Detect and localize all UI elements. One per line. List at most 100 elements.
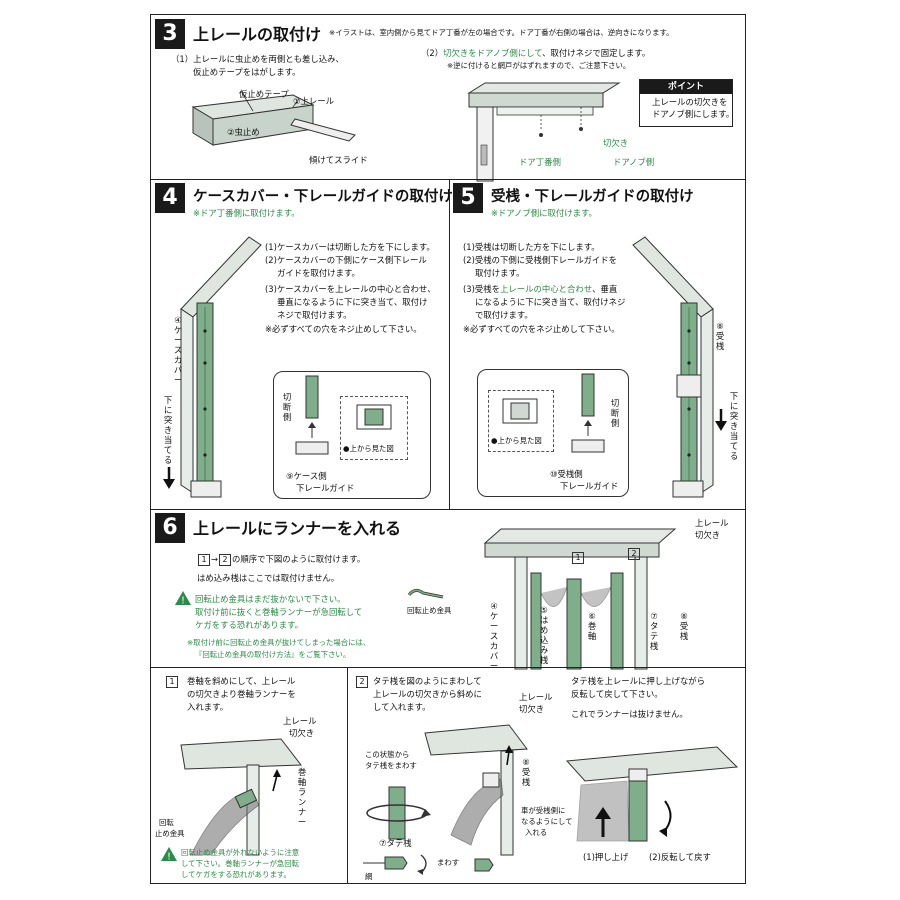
step-text: 仮止めテープをはがします。 <box>193 67 301 77</box>
label-receiving-frame: ⑧受桟 <box>679 611 689 641</box>
label-insect-stop: ②虫止め <box>227 127 260 137</box>
instruction-line: 入れます。 <box>187 702 229 712</box>
label-car: 車が受桟側に <box>521 806 566 815</box>
arrow-down-icon <box>715 409 727 431</box>
sub-step-number: 2 <box>355 675 369 688</box>
label-receiving-frame: ⑧受桟 <box>715 321 725 351</box>
rotate-detail-illustration <box>363 854 494 875</box>
label-rail: 上レール <box>283 716 317 726</box>
label-state: この状態から <box>365 750 410 759</box>
label-rail: 上レール <box>519 692 553 702</box>
label-vertical-frame: ⑦タテ桟 <box>379 838 412 848</box>
label-turn: まわす <box>437 858 460 867</box>
label-tape: 仮止めテープ <box>239 89 289 99</box>
instruction-line: 垂直になるように下に突き当て、取付け <box>277 297 428 307</box>
divider <box>151 509 745 510</box>
label-notch: 切欠き <box>519 704 545 714</box>
instruction-line: (1)受桟は切断した方を下にします。 <box>463 242 600 252</box>
section-title: ケースカバー・下レールガイドの取付け <box>193 189 453 205</box>
label-rail: 上レール <box>695 518 729 528</box>
label-stopper: 回転 <box>159 818 174 827</box>
runner-assembly-illustration <box>483 528 677 670</box>
warning-icon: ! <box>175 591 191 607</box>
warning-text: ケガをする恐れがあります。 <box>195 620 304 630</box>
label-knob-side: ドアノブ側 <box>613 157 655 167</box>
label-flip-back: (2)反転して戻す <box>649 852 711 862</box>
label-car: 入れる <box>525 828 548 837</box>
step-number-badge: 6 <box>155 513 185 543</box>
divider <box>347 667 348 883</box>
instruction-line: はめ込み桟はここでは取付けません。 <box>197 573 340 583</box>
label-top-view: ●上から見た図 <box>343 444 394 453</box>
instruction-line: (2)受桟の下側に受桟側下レールガイドを <box>463 255 617 265</box>
label-push-down: 下に突き当てる <box>729 391 739 461</box>
case-cover-illustration <box>180 236 262 498</box>
point-box: ポイント 上レールの切欠きを ドアノブ側にします。 <box>639 79 735 127</box>
label-guide: ⑩受桟側 <box>550 469 583 479</box>
divider <box>151 179 745 180</box>
label-top-view: ●上から見た図 <box>491 436 542 445</box>
sub-step-number: 1 <box>165 675 179 688</box>
label-car: なるようにして <box>521 817 573 826</box>
label-notch: 切欠き <box>289 728 315 738</box>
caution-note: ※必ずすべての穴をネジ止めして下さい。 <box>463 324 620 334</box>
label-cut-side: 切断側 <box>610 398 620 428</box>
label-case-cover: ④ケースカバー <box>489 601 499 671</box>
label-stopper: 回転止め金具 <box>407 606 452 615</box>
label-net: 網 <box>365 872 373 881</box>
top-view-box: ●上から見た図 <box>488 390 554 452</box>
push-flip-illustration <box>565 746 739 842</box>
label-upper-rail: ①上レール <box>293 96 335 106</box>
step-number-badge: 5 <box>453 183 483 213</box>
label-push-down: 下に突き当てる <box>163 395 173 465</box>
instruction-line: ガイドを取付けます。 <box>277 268 360 278</box>
divider <box>449 179 450 509</box>
step-text: （2）切欠きをドアノブ側にして、取付けネジで固定します。 <box>421 48 651 58</box>
instruction-line: タテ桟を上レールに押し上げながら <box>571 676 705 686</box>
caution-note: ※必ずすべての穴をネジ止めして下さい。 <box>265 324 422 334</box>
warning-text: して下さい。巻軸ランナーが急回転 <box>181 859 300 868</box>
step-number-badge: 4 <box>155 183 185 213</box>
warning-text: 取付け前に抜くと巻軸ランナーが急回転して <box>195 607 363 617</box>
section-title: 受桟・下レールガイドの取付け <box>491 189 694 205</box>
upper-rail-illustration <box>191 90 356 146</box>
label-receiving-frame: ⑧受桟 <box>521 757 531 787</box>
point-text: ドアノブ側にします。 <box>652 109 735 119</box>
warning-icon: ! <box>161 847 177 863</box>
instruction-line: して入れます。 <box>373 702 431 712</box>
figure-number: 2 <box>627 547 641 560</box>
svg-text:!: ! <box>181 596 185 607</box>
instruction-sheet: 3 上レールの取付け ※イラストは、室内側から見てドア丁番が左の場合です。ドア丁… <box>150 14 746 884</box>
instruction-line: ネジで取付けます。 <box>277 310 352 320</box>
instruction-line: の切欠きより巻軸ランナーを <box>187 689 296 699</box>
note-text: ※取付け前に回転止め金具が抜けてしまった場合には、 <box>187 638 371 647</box>
instruction-line: 巻軸を斜めにして、上レール <box>187 676 296 686</box>
label-slide: 傾けてスライド <box>309 155 368 165</box>
label-hinge-side: ドア丁番側 <box>519 157 561 167</box>
detail-callout: ●上から見た図 切断側 ⑩受桟側 下レールガイド <box>477 369 629 497</box>
stopper-illustration <box>407 588 444 599</box>
instruction-line: (1)ケースカバーは切断した方を下にします。 <box>265 242 435 252</box>
warning-text: 回転止め金具はまだ抜かないで下さい。 <box>195 594 346 604</box>
instruction-line: (2)ケースカバーの下側にケース側下レール <box>265 255 427 265</box>
detail-callout: 切断側 ●上から見た図 ⑨ケース側 下レールガイド <box>273 371 431 499</box>
divider <box>151 667 745 668</box>
section-subtitle: ※ドア丁番側に取付けます。 <box>193 208 300 218</box>
label-guide: ⑨ケース側 <box>286 471 327 481</box>
instruction-line: になるように下に突き当て、取付けネジ <box>475 297 626 307</box>
door-frame-illustration <box>467 82 621 182</box>
label-vertical-frame: ⑦タテ桟 <box>649 611 659 651</box>
point-title: ポイント <box>640 80 732 94</box>
caution-note: ※逆に付けると網戸がはずれますので、ご注意下さい。 <box>447 61 631 70</box>
label-push-up: (1)押し上げ <box>583 852 629 862</box>
warning-text: してケガをする恐れがあります。 <box>181 870 291 879</box>
label-roll-runner: 巻軸ランナー <box>297 767 307 827</box>
receiving-frame-illustration <box>632 236 714 498</box>
top-view-box: ●上から見た図 <box>340 396 408 460</box>
label-guide: 下レールガイド <box>296 483 355 493</box>
label-state: タテ桟をまわす <box>365 761 417 770</box>
section-title: 上レールの取付け <box>193 25 322 44</box>
instruction-line: (3)受桟を上レールの中心と合わせ、垂直 <box>463 284 618 294</box>
orientation-note: ※イラストは、室内側から見てドア丁番が左の場合です。ドア丁番が右側の場合は、逆向… <box>329 28 674 37</box>
